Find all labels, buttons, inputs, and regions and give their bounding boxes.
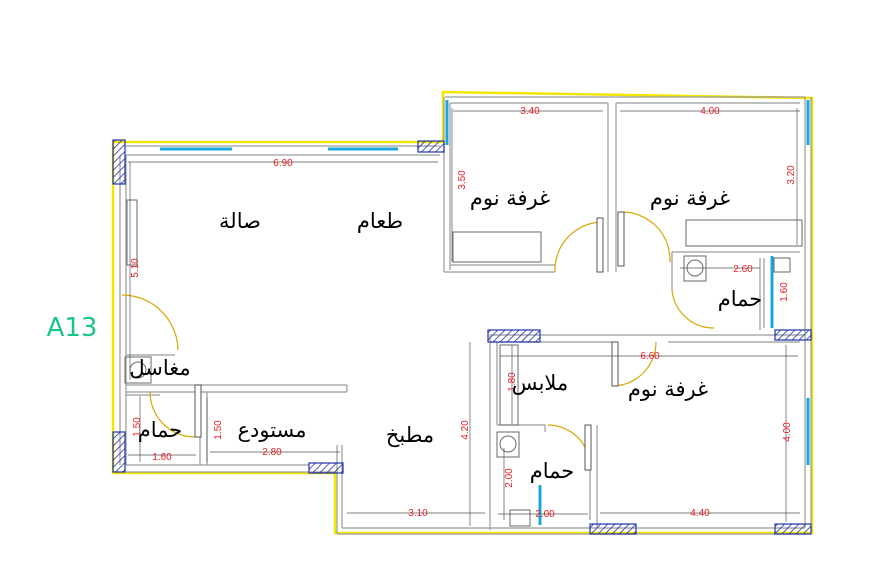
door-bath-left: [149, 391, 196, 438]
column: [308, 462, 344, 474]
column: [112, 139, 126, 185]
bed-2: [685, 219, 803, 247]
room-label-dining: طعام: [357, 209, 403, 233]
dim-storage-width: 2.80: [262, 447, 282, 458]
room-label-bedroom-1: غرفة نوم: [470, 186, 550, 210]
dim-bedroom2-width: 4.00: [700, 106, 720, 117]
sink-bottom-bowl: [499, 435, 517, 453]
door-bedroom2: [621, 211, 671, 263]
column: [487, 329, 541, 343]
door-bedroom3: [611, 341, 657, 387]
dim-bath-right-height: 1.60: [779, 282, 790, 302]
toilet-right: [773, 257, 791, 273]
dim-storage-height: 1.50: [213, 420, 224, 440]
dim-kitchen-height: 4.20: [460, 420, 471, 440]
sink-laundry: [124, 356, 152, 384]
column: [112, 431, 126, 473]
room-labels: صالة طعام غرفة نوم غرفة نوم حمام غرفة نو…: [129, 186, 762, 483]
door-leaves: [194, 211, 625, 471]
door-bedroom1: [554, 221, 604, 273]
column: [774, 523, 812, 535]
room-label-bath-bottom: حمام: [530, 459, 575, 483]
closet-cabinet: [499, 344, 519, 426]
dim-bath-bottom-height: 2.00: [504, 468, 515, 488]
room-label-kitchen: مطبخ: [386, 423, 434, 447]
dim-bedroom3-height: 4.00: [782, 422, 793, 442]
dim-closet-height: 1.80: [507, 372, 518, 392]
dim-living-height: 5.10: [130, 258, 141, 278]
door-living: [121, 294, 179, 351]
bed-1: [452, 231, 542, 263]
room-label-living: صالة: [219, 209, 261, 233]
dim-bedroom2-height: 3.20: [786, 165, 797, 185]
columns: [112, 139, 812, 535]
dim-bath-left-width: 1.60: [152, 452, 172, 463]
dim-living-width: 6.90: [273, 158, 293, 169]
dim-bath-bottom-width: 2.00: [535, 509, 555, 520]
dim-kitchen-width: 3.10: [408, 508, 428, 519]
column: [589, 523, 637, 535]
sink-bottom: [496, 431, 520, 458]
sink-right: [683, 255, 707, 282]
windows: [160, 100, 810, 525]
wardrobe-left: [126, 199, 138, 266]
dim-bedroom3-bottom-width: 4.40: [690, 508, 710, 519]
dimension-labels: 6.90 5.10 3.40 3.50 4.00 3.20 2.60 1.60 …: [130, 106, 797, 520]
toilet-bottom: [509, 509, 531, 527]
room-label-bath-right: حمام: [718, 287, 763, 311]
door-bath-right: [671, 289, 715, 329]
dim-bedroom1-height: 3.50: [457, 170, 468, 190]
room-label-closet: ملابس: [512, 371, 568, 395]
column: [774, 329, 812, 341]
dimension-lines: [128, 108, 800, 526]
fixtures: [124, 199, 803, 527]
walls: [119, 96, 812, 535]
dim-bedroom1-width: 3.40: [520, 106, 540, 117]
room-label-bath-left: حمام: [138, 418, 183, 442]
dim-bedroom3-width: 6.60: [640, 351, 660, 362]
unit-label: A13: [47, 313, 98, 343]
doors: [121, 211, 715, 469]
room-label-laundry: مغاسل: [129, 356, 190, 380]
outer-outline: [111, 90, 814, 535]
dim-bath-right-width: 2.60: [733, 264, 753, 275]
room-label-bedroom-2: غرفة نوم: [650, 186, 730, 210]
room-label-bedroom-3: غرفة نوم: [628, 377, 708, 401]
dim-bath-left-height: 1.50: [132, 417, 143, 437]
room-label-storage: مستودع: [237, 418, 306, 442]
column: [417, 140, 445, 153]
